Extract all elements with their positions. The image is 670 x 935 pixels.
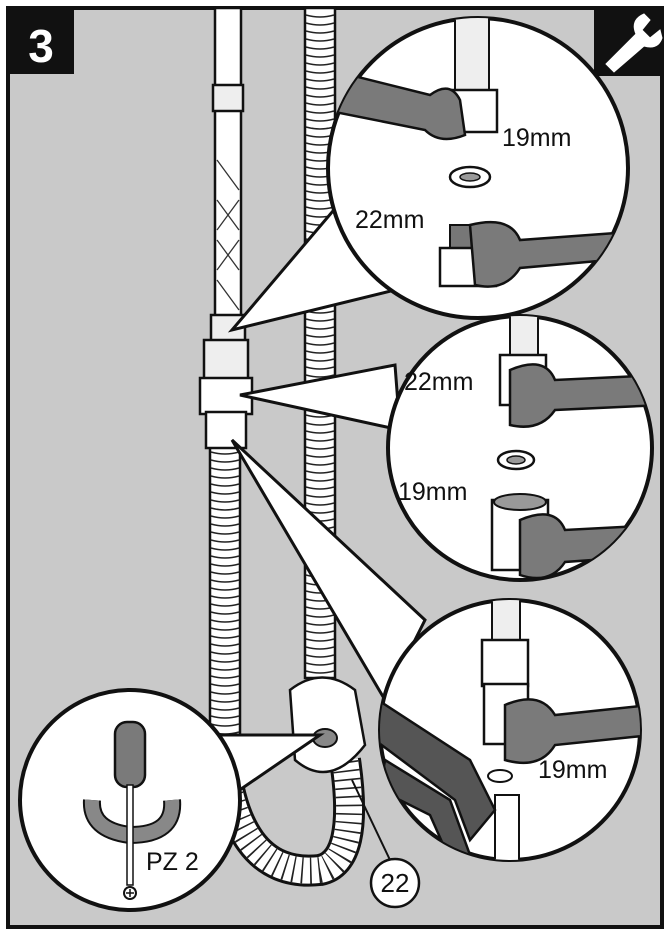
part-number-badge: 22	[369, 857, 421, 909]
braided-supply-hose	[209, 6, 247, 347]
hose-clamp	[288, 676, 367, 774]
wrench-middle-upper	[508, 363, 652, 428]
screwdriver-shaft	[126, 784, 134, 886]
wrench-icon	[594, 8, 663, 76]
hose-connector	[198, 338, 254, 450]
size-label-19mm-middle: 19mm	[398, 478, 467, 506]
callout-screwdriver: PZ 2	[18, 688, 242, 912]
callout-top: 19mm 22mm	[326, 16, 630, 320]
part-leader-line	[351, 779, 391, 861]
step-number: 3	[28, 20, 54, 72]
screwdriver-handle	[113, 720, 147, 789]
wrench-top-lower	[468, 220, 628, 288]
svg-text:22: 22	[381, 868, 410, 898]
callout-middle: 22mm 19mm	[386, 314, 654, 582]
washer-bottom	[487, 769, 513, 783]
pliers	[380, 697, 497, 843]
bit-label-pz2: PZ 2	[146, 848, 199, 876]
size-label-19mm-bottom: 19mm	[538, 756, 607, 784]
step-number-badge: 3	[8, 8, 74, 74]
size-label-22mm-middle: 22mm	[404, 368, 473, 396]
size-label-19mm-top: 19mm	[502, 124, 571, 152]
wrench-top	[328, 68, 467, 141]
size-label-22mm-top: 22mm	[355, 206, 424, 234]
callout-bottom: 19mm	[378, 598, 642, 862]
wrench-bottom	[503, 698, 640, 765]
